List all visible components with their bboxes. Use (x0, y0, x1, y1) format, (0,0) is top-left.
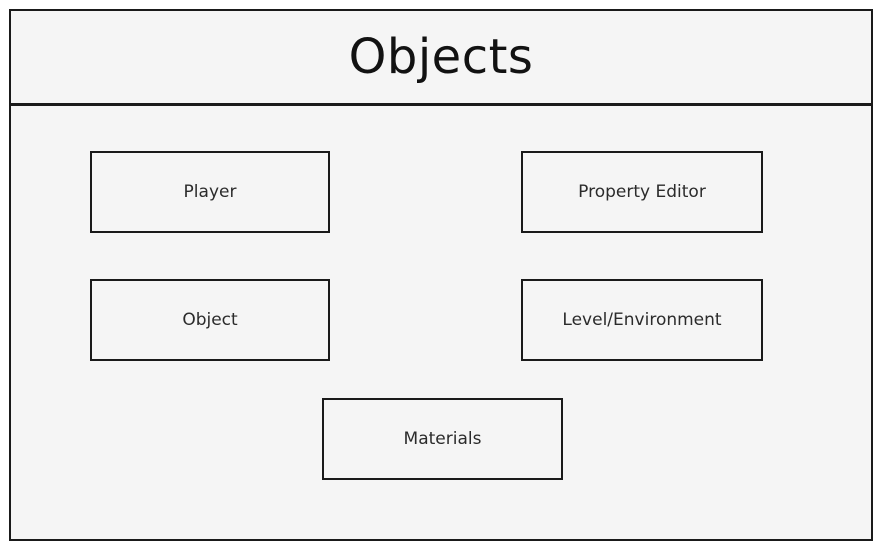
node-materials[interactable]: Materials (322, 398, 563, 480)
node-label: Object (182, 309, 238, 330)
container-body: Player Property Editor Object Level/Envi… (11, 106, 871, 539)
node-label: Player (183, 181, 237, 202)
node-label: Level/Environment (562, 309, 722, 330)
node-label: Materials (403, 428, 482, 449)
container-header: Objects (11, 11, 871, 106)
node-property-editor[interactable]: Property Editor (521, 151, 763, 233)
node-object[interactable]: Object (90, 279, 330, 361)
node-player[interactable]: Player (90, 151, 330, 233)
page-title: Objects (348, 29, 534, 85)
objects-container[interactable]: Objects Player Property Editor Object Le… (9, 9, 873, 541)
node-label: Property Editor (578, 181, 706, 202)
node-level-environment[interactable]: Level/Environment (521, 279, 763, 361)
